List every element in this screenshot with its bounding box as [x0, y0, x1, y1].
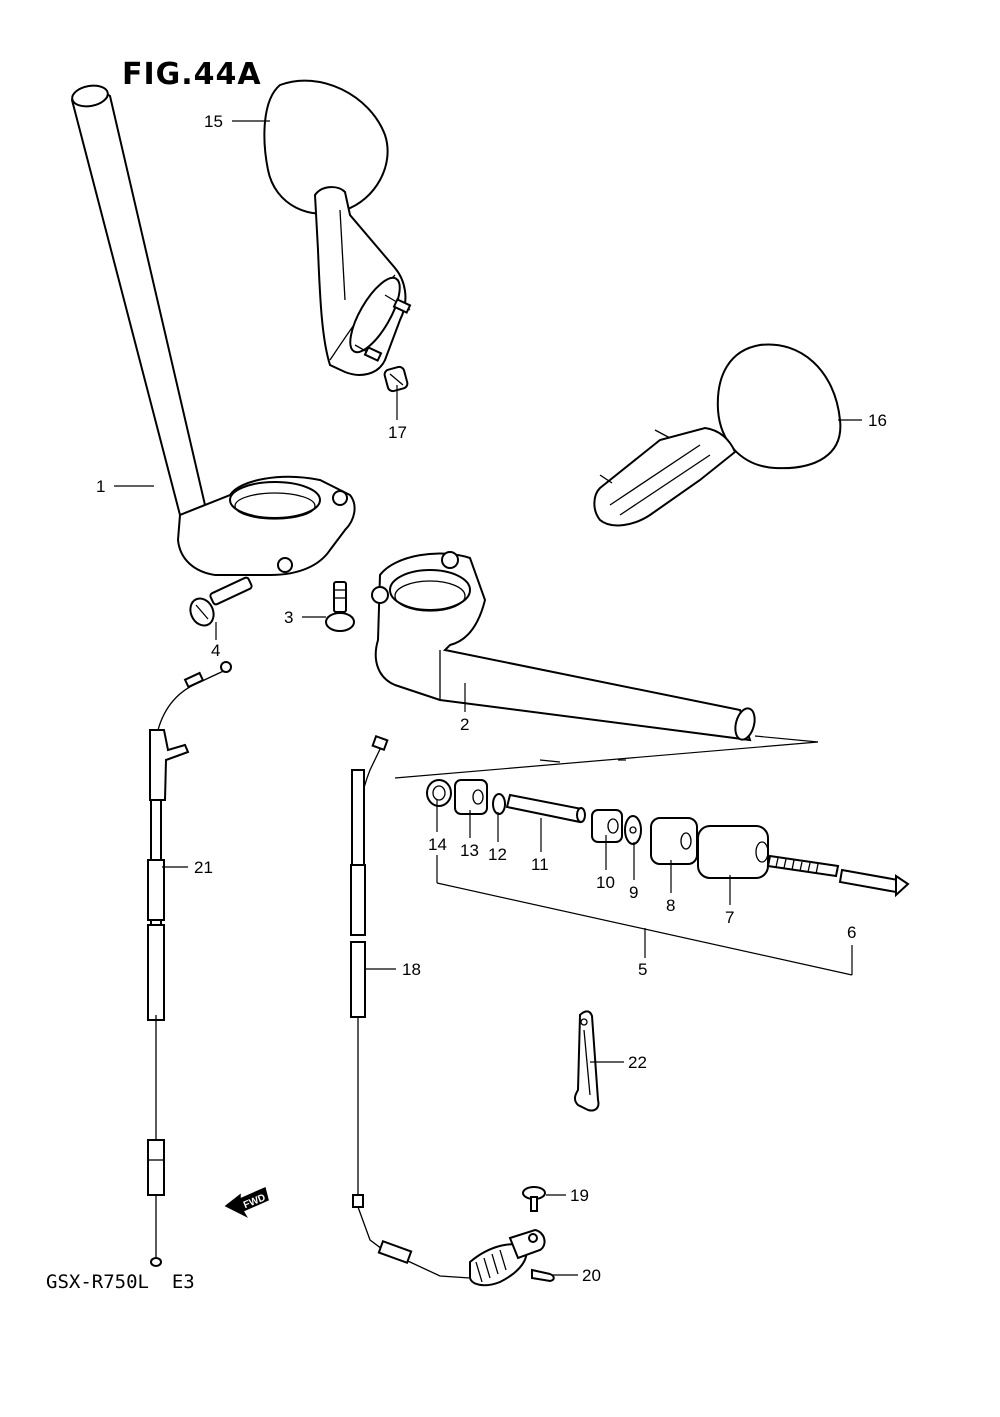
callout-leaders [114, 120, 862, 1276]
callout-4: 4 [211, 641, 220, 660]
callout-16: 16 [868, 411, 887, 430]
callout-19: 19 [570, 1186, 589, 1205]
part-9-washer [624, 815, 642, 845]
callout-8: 8 [666, 896, 675, 915]
model-label: GSX-R750L E3 [46, 1271, 195, 1293]
callout-20: 20 [582, 1266, 601, 1285]
fwd-label: FWD [242, 1192, 267, 1211]
callout-9: 9 [629, 883, 638, 902]
figure-title: FIG.44A [122, 57, 262, 92]
part-19-pin [522, 1186, 546, 1212]
part-3-bolt [325, 581, 355, 632]
part-13-rubber [454, 779, 488, 815]
part-11-collar [505, 793, 586, 824]
callout-2: 2 [460, 715, 469, 734]
callout-13: 13 [460, 841, 479, 860]
part-8-weight [650, 817, 698, 865]
part-7-bar-end-weight [697, 825, 769, 879]
fwd-arrow-icon: FWD [224, 1186, 269, 1218]
part-10-rubber [591, 809, 623, 843]
part-18-cable [350, 734, 546, 1287]
callout-12: 12 [488, 845, 507, 864]
part-22-clamp [574, 1010, 600, 1112]
part-17-screw [383, 365, 409, 393]
part-14-nut [426, 779, 452, 807]
callout-21: 21 [194, 858, 213, 877]
callout-10: 10 [596, 873, 615, 892]
callout-15: 15 [204, 112, 223, 131]
part-20-cotter-pin [531, 1268, 555, 1283]
part-15-left-mirror [263, 79, 412, 376]
callout-11: 11 [531, 855, 549, 874]
callout-17: 17 [388, 423, 407, 442]
callout-3: 3 [284, 608, 293, 627]
part-12-washer [492, 793, 506, 815]
callout-14: 14 [428, 835, 447, 854]
callout-22: 22 [628, 1053, 647, 1072]
callout-6: 6 [847, 923, 856, 942]
callout-numbers: 15 17 16 1 3 4 2 14 13 12 11 10 9 8 7 6 … [96, 112, 887, 1285]
part-6-screw [766, 854, 910, 898]
part-21-cable [147, 661, 232, 1267]
part-16-right-mirror [593, 343, 842, 527]
callout-18: 18 [402, 960, 421, 979]
part-1-left-handlebar [70, 84, 356, 576]
callout-7: 7 [725, 908, 734, 927]
callout-5: 5 [638, 960, 647, 979]
part-2-right-handlebar [371, 551, 756, 742]
explode-projection-lines [394, 735, 819, 779]
part-4-bolt [189, 576, 253, 627]
callout-1: 1 [96, 477, 105, 496]
